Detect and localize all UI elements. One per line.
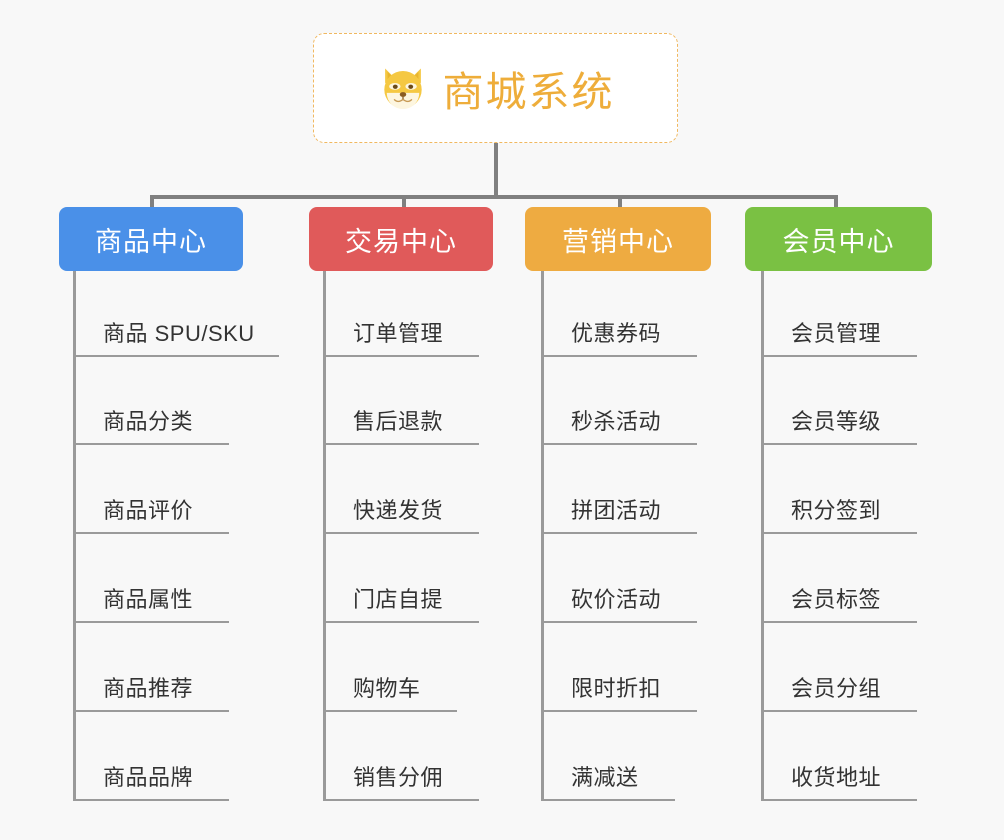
leaf-2-1-rule <box>323 355 479 357</box>
leaf-1-2-rule <box>73 443 229 445</box>
category-header-3-label: 营销中心 <box>562 226 674 257</box>
leaf-4-2-label: 会员等级 <box>791 409 882 434</box>
leaf-2-5-label: 购物车 <box>353 676 421 701</box>
leaf-1-6-label: 商品品牌 <box>103 765 194 790</box>
connector-horizontal-bus <box>152 195 838 199</box>
category-header-1-label: 商品中心 <box>95 226 207 257</box>
connector-drop-1 <box>150 195 154 209</box>
leaf-2-6-label: 销售分佣 <box>353 765 444 790</box>
leaf-3-6-rule <box>541 799 675 801</box>
leaf-4-5-label: 会员分组 <box>791 676 882 701</box>
leaf-2-6-rule <box>323 799 479 801</box>
leaf-2-4-rule <box>323 621 479 623</box>
leaf-2-2-label: 售后退款 <box>353 409 444 434</box>
leaf-4-6-rule <box>761 799 917 801</box>
leaf-1-5-rule <box>73 710 229 712</box>
leaf-1-1-label: 商品 SPU/SKU <box>103 321 255 346</box>
leaf-3-3-rule <box>541 532 697 534</box>
category-header-4-label: 会员中心 <box>782 226 895 257</box>
leaf-4-4-label: 会员标签 <box>791 587 882 612</box>
leaf-4-4-rule <box>761 621 917 623</box>
leaf-2-3-label: 快递发货 <box>353 498 444 523</box>
leaf-4-6-label: 收货地址 <box>791 765 882 790</box>
leaf-2-4-label: 门店自提 <box>353 587 444 612</box>
connector-drop-2 <box>402 195 406 209</box>
leaf-3-4-rule <box>541 621 697 623</box>
leaf-4-3-label: 积分签到 <box>791 498 882 523</box>
leaf-3-4-label: 砍价活动 <box>571 587 662 612</box>
leaf-1-4-rule <box>73 621 229 623</box>
spine-3 <box>541 271 544 799</box>
spine-1 <box>73 271 76 799</box>
spine-4 <box>761 271 764 799</box>
root-title: 商城系统 <box>442 69 615 115</box>
root-node[interactable]: 商城系统 <box>313 33 678 143</box>
leaf-1-5-label: 商品推荐 <box>103 676 194 701</box>
category-header-3[interactable]: 营销中心 <box>525 207 711 271</box>
category-header-2[interactable]: 交易中心 <box>309 207 493 271</box>
spine-2 <box>323 271 326 799</box>
leaf-2-5-rule <box>323 710 457 712</box>
connector-drop-3 <box>618 195 622 209</box>
leaf-3-5-rule <box>541 710 697 712</box>
leaf-3-3-label: 拼团活动 <box>571 498 662 523</box>
shiba-dog-face-icon <box>377 62 429 114</box>
leaf-1-4-label: 商品属性 <box>103 587 194 612</box>
leaf-4-1-label: 会员管理 <box>791 321 882 346</box>
leaf-2-2-rule <box>323 443 479 445</box>
leaf-1-3-label: 商品评价 <box>103 498 194 523</box>
leaf-3-6-label: 满减送 <box>571 765 639 790</box>
leaf-3-1-rule <box>541 355 697 357</box>
leaf-2-1-label: 订单管理 <box>353 321 444 346</box>
category-header-1[interactable]: 商品中心 <box>59 207 243 271</box>
leaf-3-1-label: 优惠券码 <box>571 321 662 346</box>
leaf-4-2-rule <box>761 443 917 445</box>
leaf-3-5-label: 限时折扣 <box>571 676 662 701</box>
leaf-1-3-rule <box>73 532 229 534</box>
connector-drop-4 <box>834 195 838 209</box>
leaf-1-6-rule <box>73 799 229 801</box>
leaf-1-2-label: 商品分类 <box>103 409 194 434</box>
category-header-2-label: 交易中心 <box>345 226 457 257</box>
leaf-4-5-rule <box>761 710 917 712</box>
connector-root-stem <box>494 143 498 198</box>
category-header-4[interactable]: 会员中心 <box>745 207 932 271</box>
leaf-1-1-rule <box>73 355 279 357</box>
leaf-3-2-label: 秒杀活动 <box>571 409 662 434</box>
leaf-2-3-rule <box>323 532 479 534</box>
leaf-3-2-rule <box>541 443 697 445</box>
leaf-4-3-rule <box>761 532 917 534</box>
leaf-4-1-rule <box>761 355 917 357</box>
